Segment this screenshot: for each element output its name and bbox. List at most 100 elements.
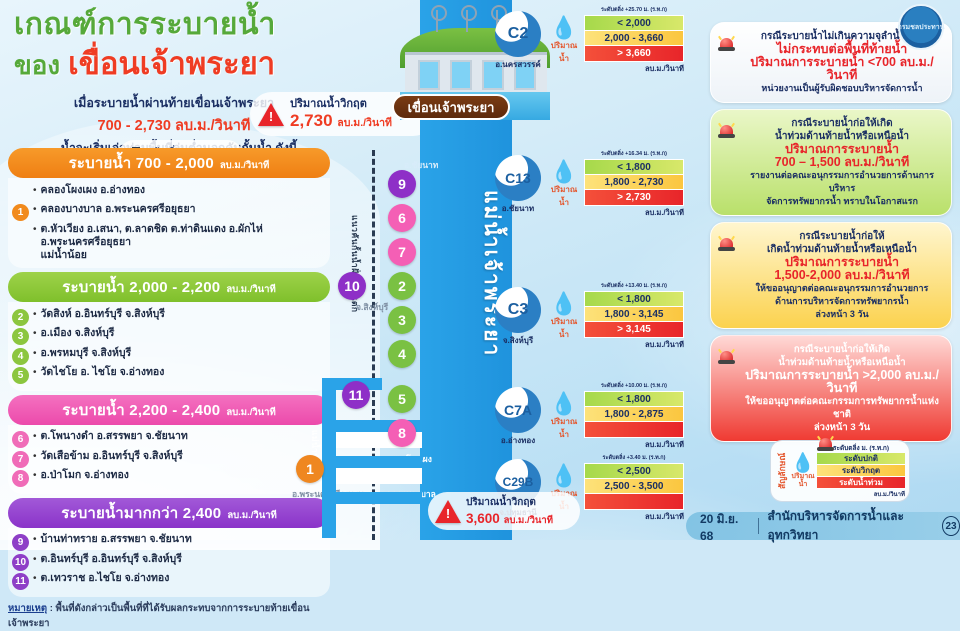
bullet-icon: • (33, 450, 37, 462)
station-province: อ.นครสวรรค์ (495, 59, 541, 69)
wind-turbine-icon (461, 5, 477, 32)
page-title-dam: เขื่อนเจ้าพระยา (68, 46, 276, 81)
item-text: อ.พรหมบุรี จ.สิงห์บุรี (40, 346, 132, 359)
protocol-line: 700 – 1,500 ลบ.ม./วินาที (774, 155, 910, 169)
list-item: 1 • คลองบางบาล อ.พระนครศรีอยุธยา (12, 203, 326, 221)
page-title-line2: ของ เขื่อนเจ้าพระยา (14, 38, 484, 88)
station-bank-level: ระดับตลิ่ง +13.40 ม. (ร.ท.ก) (601, 283, 667, 289)
dam-gate (482, 60, 504, 90)
legend-unit: ลบ.ม./วินาที (873, 492, 905, 498)
dam-gate (514, 60, 536, 90)
map-marker-10[interactable]: 10 (338, 272, 366, 300)
critical-top-value: 2,730 (290, 111, 333, 130)
map-marker-5[interactable]: 5 (388, 385, 416, 413)
protocol-line: ปริมาณการระบายน้ำ (784, 142, 900, 156)
water-drop-icon: 💧 (550, 290, 578, 316)
list-item: 4 • อ.พรหมบุรี จ.สิงห์บุรี (12, 347, 326, 365)
province-label-singburi: จ.สิงห์บุรี (356, 302, 389, 312)
protocol-line: น้ำท่วมด้านท้ายน้ำหรือเหนือน้ำ (778, 357, 906, 368)
map-marker-7[interactable]: 7 (388, 238, 416, 266)
legend-row-critical: ระดับวิกฤต (817, 465, 905, 477)
canal-link-3 (322, 492, 422, 504)
item-text: คลองโผงเผง อ.อ่างทอง (40, 183, 146, 196)
protocol-box-1500-2000: กรณีระบายน้ำก่อให้ เกิดน้ำท่วมด้านท้ายน้… (710, 222, 952, 329)
criteria-group-1: ระบายน้ำ 2,000 - 2,200 ลบ.ม./วินาที 2 • … (8, 272, 330, 391)
province-label-chainat: อ.ชัยนาท (404, 160, 439, 170)
bullet-icon: • (33, 308, 37, 320)
protocol-line: เกิดน้ำท่วมด้านท้ายน้ำหรือเหนือน้ำ (767, 244, 917, 255)
wind-turbine-icon (431, 5, 447, 32)
station-threshold-critical: 1,800 - 2,875 (585, 407, 683, 422)
map-marker-8[interactable]: 8 (388, 419, 416, 447)
warning-triangle-icon (435, 500, 461, 523)
legend-drop-label-2: น้ำ (798, 480, 808, 488)
levee-label: แนวคันกั้นน้ำฝั่งตะวันตก (350, 215, 360, 313)
protocol-line: กรณีระบายน้ำไม่เกินความจุลำน้ำและ (760, 31, 924, 42)
criteria-band-2-label: ระบายน้ำ 2,200 - 2,400 (62, 401, 221, 419)
item-number (12, 224, 29, 241)
protocol-line: น้ำท่วมด้านท้ายน้ำหรือเหนือน้ำ (775, 131, 909, 142)
bullet-icon: • (33, 223, 37, 235)
station-unit: ลบ.ม./วินาที (644, 512, 684, 521)
discharge-protocol-boxes: กรณีระบายน้ำไม่เกินความจุลำน้ำและ ไม่กระ… (710, 22, 952, 448)
critical-bottom-value: 3,600 (466, 510, 500, 526)
list-item: 3 • อ.เมือง จ.สิงห์บุรี (12, 327, 326, 345)
infographic-root: เกณฑ์การระบายน้ำ ของ เขื่อนเจ้าพระยา เมื… (0, 0, 960, 540)
item-number: 10 (12, 553, 29, 571)
bullet-icon: • (33, 204, 37, 215)
station-threshold-critical: 1,800 - 3,145 (585, 307, 683, 322)
protocol-line: ให้ขออนุญาตต่อคณะอนุกรรมการอำนวยการ (755, 283, 929, 293)
footnote-text: : พื้นที่ดังกล่าวเป็นพื้นที่ที่ได้รับผลก… (8, 602, 310, 629)
station-drop-label: ปริมาณน้ำ (550, 40, 578, 63)
critical-volume-bottom: ปริมาณน้ำวิกฤต 3,600 ลบ.ม./วินาที (428, 492, 580, 530)
map-marker-9[interactable]: 9 (388, 170, 416, 198)
map-marker-1[interactable]: 1 (296, 455, 324, 483)
siren-icon (718, 235, 735, 252)
siren-icon (718, 348, 735, 365)
map-marker-11[interactable]: 11 (342, 381, 370, 409)
station-threshold-critical: 2,000 - 3,660 (585, 31, 683, 46)
station-C3: C3 จ.สิงห์บุรี 💧 ปริมาณน้ำ ระดับตลิ่ง +1… (492, 282, 684, 351)
protocol-line: ปริมาณการระบายน้ำ <700 ลบ.ม./วินาที (750, 55, 934, 82)
canal-branch-2 (330, 468, 422, 484)
map-marker-6[interactable]: 6 (388, 204, 416, 232)
map-marker-3[interactable]: 3 (388, 306, 416, 334)
water-drop-icon: 💧 (550, 14, 578, 40)
item-text: อ.เมือง จ.สิงห์บุรี (40, 327, 115, 339)
station-threshold-normal: < 1,800 (585, 292, 683, 307)
dam-gate (418, 60, 440, 90)
station-code-badge: C13 (495, 154, 541, 201)
noi-river-label: แม่น้ำน้อย (310, 430, 320, 471)
critical-top-label: ปริมาณน้ำวิกฤต (290, 98, 367, 110)
warning-triangle-icon (258, 103, 284, 126)
map-marker-4[interactable]: 4 (388, 340, 416, 368)
list-item: • ต.หัวเวียง อ.เสนา, ต.ลาดชิด ต.ท่าดินแด… (12, 223, 326, 262)
protocol-line: กรณีระบายน้ำก่อให้เกิด (791, 118, 893, 129)
criteria-band-0-label: ระบายน้ำ 700 - 2,000 (68, 155, 214, 172)
station-C13: C13 อ.ชัยนาท 💧 ปริมาณน้ำ ระดับตลิ่ง +16.… (492, 150, 684, 219)
protocol-line: ล่วงหน้า 3 วัน (815, 309, 869, 319)
bullet-icon: • (33, 184, 37, 196)
station-threshold-critical: 1,800 - 2,730 (585, 175, 683, 190)
map-marker-2[interactable]: 2 (388, 272, 416, 300)
item-number: 7 (12, 450, 29, 468)
criteria-group-2: ระบายน้ำ 2,200 - 2,400 ลบ.ม./วินาที 6 • … (8, 394, 330, 494)
station-unit: ลบ.ม./วินาที (644, 340, 684, 349)
bullet-icon: • (33, 431, 37, 442)
criteria-band-1-label: ระบายน้ำ 2,000 - 2,200 (62, 279, 221, 296)
rid-emblem-logo: กรมชลประทาน (898, 4, 944, 50)
item-number: 3 (12, 328, 29, 345)
dam-gate (450, 60, 472, 90)
item-text: อ.ป่าโมก จ.อ่างทอง (40, 469, 129, 481)
bullet-icon: • (33, 553, 37, 565)
item-text: คลองบางบาล อ.พระนครศรีอยุธยา (40, 203, 196, 215)
protocol-line: กรณีระบายน้ำก่อให้ (799, 231, 885, 242)
station-threshold-flood: > 3,145 (585, 322, 683, 337)
station-drop-label: ปริมาณน้ำ (550, 416, 578, 439)
list-item: • คลองโผงเผง อ.อ่างทอง (12, 184, 326, 202)
legend-title: สัญลักษณ์ (777, 452, 787, 490)
protocol-line: ไม่กระทบต่อพื้นที่ท้ายน้ำ (776, 42, 908, 56)
list-item: 2 • วัดสิงห์ อ.อินทร์บุรี จ.สิงห์บุรี (12, 308, 326, 326)
item-subtext: แม่น้ำน้อย (40, 248, 87, 261)
item-text: วัดสิงห์ อ.อินทร์บุรี จ.สิงห์บุรี (40, 307, 165, 320)
